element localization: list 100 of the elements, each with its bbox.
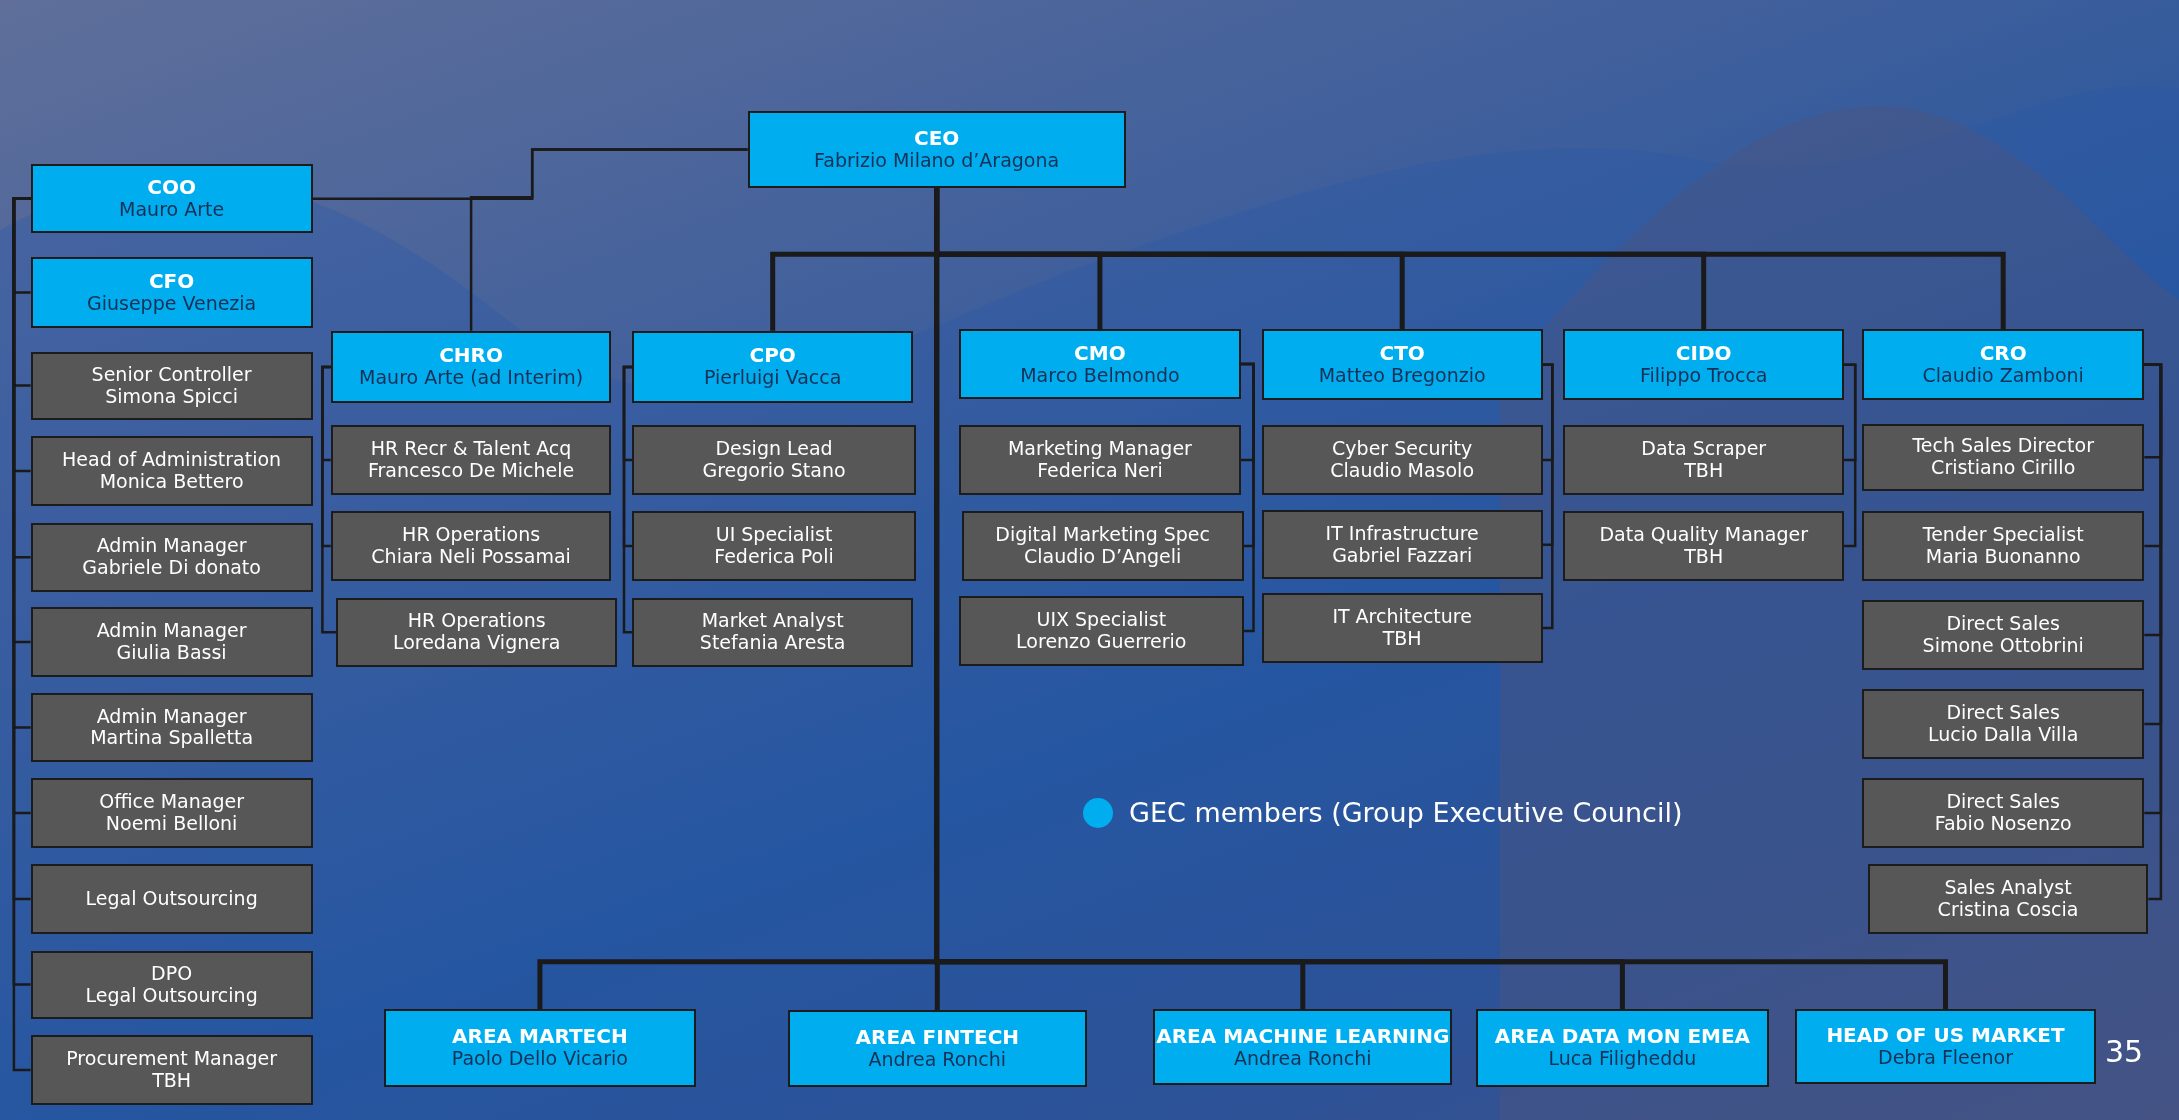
person-name: TBH xyxy=(1684,546,1724,568)
executive-box xyxy=(958,329,1241,399)
person-name: Federica Neri xyxy=(1037,459,1163,482)
staff-box xyxy=(958,425,1241,495)
staff-box xyxy=(1563,511,1845,581)
person-name: Claudio D’Angeli xyxy=(1024,546,1182,568)
staff-box xyxy=(1867,864,2149,934)
staff-box xyxy=(632,511,916,581)
staff-box xyxy=(30,864,313,934)
person-name: Cristiano Cirillo xyxy=(1931,457,2076,480)
role-title: Senior Controller xyxy=(91,363,252,386)
person-name: Lorenzo Guerrerio xyxy=(1016,630,1187,653)
role-title: HEAD OF US MARKET xyxy=(1826,1024,2065,1047)
role-title: CPO xyxy=(749,344,796,368)
staff-box xyxy=(30,522,313,592)
person-name: Gabriele Di donato xyxy=(82,557,261,580)
executive-box xyxy=(787,1010,1087,1087)
staff-box xyxy=(632,425,916,495)
person-name: Andrea Ronchi xyxy=(868,1049,1007,1071)
staff-box xyxy=(1261,425,1543,495)
person-name: Francesco De Michele xyxy=(367,459,575,482)
role-title: CHRO xyxy=(439,344,503,368)
role-title: HR Operations xyxy=(402,524,541,547)
executive-box xyxy=(30,257,313,328)
role-title: Direct Sales xyxy=(1946,702,2060,724)
role-title: AREA FINTECH xyxy=(855,1026,1020,1050)
person-name: Monica Bettero xyxy=(99,471,244,493)
role-title: Procurement Manager xyxy=(66,1048,277,1071)
staff-box xyxy=(1862,423,2145,491)
role-title: COO xyxy=(147,176,196,200)
person-name: Legal Outsourcing xyxy=(85,984,258,1007)
staff-box xyxy=(30,607,313,677)
role-title: CIDO xyxy=(1675,342,1732,366)
executive-box xyxy=(1862,329,2145,401)
role-title: UIX Specialist xyxy=(1036,609,1167,631)
role-title: Admin Manager xyxy=(96,620,247,642)
role-title: AREA MARTECH xyxy=(452,1025,628,1049)
role-title: CFO xyxy=(148,270,195,294)
role-title: Office Manager xyxy=(99,791,244,813)
role-title: CMO xyxy=(1074,341,1126,365)
role-title: DPO xyxy=(151,962,193,985)
person-name: Paolo Dello Vicario xyxy=(451,1048,628,1071)
executive-box xyxy=(30,163,313,234)
role-title: AREA DATA MON EMEA xyxy=(1494,1025,1751,1049)
person-name: Mauro Arte (ad Interim) xyxy=(359,367,584,390)
person-name: Loredana Vignera xyxy=(392,632,561,655)
staff-box xyxy=(330,511,612,581)
person-name: Stefania Aresta xyxy=(699,632,846,655)
person-name: TBH xyxy=(1684,459,1724,482)
person-name: Pierluigi Vacca xyxy=(703,367,842,390)
executive-box xyxy=(632,330,913,403)
staff-box xyxy=(1563,425,1845,495)
person-name: Fabio Nosenzo xyxy=(1934,812,2072,835)
staff-box xyxy=(1862,600,2145,670)
staff-box xyxy=(632,597,913,667)
role-title: Direct Sales xyxy=(1946,791,2060,813)
role-title: HR Operations xyxy=(407,610,546,633)
connector-line xyxy=(469,148,748,331)
person-name: Luca Filigheddu xyxy=(1548,1048,1697,1071)
role-title: Tender Specialist xyxy=(1922,524,2084,547)
role-title: Cyber Security xyxy=(1332,438,1473,460)
person-name: Simone Ottobrini xyxy=(1922,635,2084,657)
staff-box xyxy=(336,597,617,667)
person-name: Giuseppe Venezia xyxy=(86,293,257,315)
executive-box xyxy=(1153,1008,1453,1086)
person-name: TBH xyxy=(152,1070,192,1092)
person-name: Gregorio Stano xyxy=(702,459,846,482)
role-title: Legal Outsourcing xyxy=(85,888,258,910)
person-name: Marco Belmondo xyxy=(1020,364,1180,387)
person-name: Andrea Ronchi xyxy=(1233,1047,1372,1070)
person-name: Claudio Zamboni xyxy=(1922,365,2084,388)
connector-line xyxy=(1241,362,1255,633)
role-title: Direct Sales xyxy=(1946,613,2060,636)
staff-box xyxy=(1261,510,1543,580)
staff-box xyxy=(958,596,1244,666)
executive-box xyxy=(1475,1008,1770,1087)
person-name: Filippo Trocca xyxy=(1639,365,1768,388)
executive-box xyxy=(1563,329,1845,401)
role-title: Tech Sales Director xyxy=(1912,435,2094,458)
role-title: IT Architecture xyxy=(1332,606,1472,629)
person-name: Claudio Masolo xyxy=(1330,459,1474,482)
role-title: Data Quality Manager xyxy=(1599,524,1809,547)
executive-box xyxy=(1795,1008,2096,1084)
staff-box xyxy=(1862,778,2145,848)
role-title: CTO xyxy=(1379,342,1425,366)
connector-line xyxy=(1542,363,1554,630)
person-name: Cristina Coscia xyxy=(1937,899,2079,921)
executive-box xyxy=(747,111,1126,188)
person-name: Noemi Belloni xyxy=(105,812,238,835)
person-name: Federica Poli xyxy=(714,546,834,568)
executive-box xyxy=(1261,329,1543,401)
role-title: Admin Manager xyxy=(96,705,247,728)
role-title: Digital Marketing Spec xyxy=(995,524,1210,547)
person-name: Simona Spicci xyxy=(105,385,238,408)
role-title: UI Specialist xyxy=(715,524,833,547)
role-title: HR Recr & Talent Acq xyxy=(370,438,572,460)
page-number: 35 xyxy=(2105,1034,2144,1069)
connector-line xyxy=(1844,363,1857,548)
role-title: Marketing Manager xyxy=(1007,438,1192,460)
role-title: CRO xyxy=(1979,342,2027,366)
